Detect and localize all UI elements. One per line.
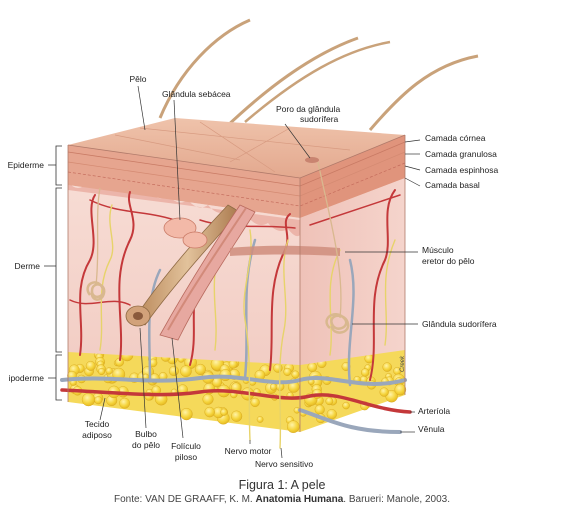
fat-cell [361, 368, 370, 377]
label-camada-cornea: Camada córnea [425, 133, 486, 143]
hair-shafts [158, 18, 479, 131]
fat-cell [194, 363, 206, 375]
label-musculo-2: eretor do pêlo [422, 256, 475, 266]
fat-cell [269, 383, 277, 391]
fat-cell [220, 408, 228, 416]
fat-cell [283, 367, 292, 376]
artery [60, 388, 412, 414]
fat-cell [168, 366, 179, 377]
source-suffix: . Barueri: Manole, 2003. [343, 494, 451, 505]
label-arteriola: Arteríola [418, 406, 450, 416]
fat-cell [180, 408, 193, 421]
label-hipoderme: ipoderme [9, 373, 45, 383]
artery [118, 191, 135, 361]
layer-braces [44, 145, 62, 401]
fat-cell [81, 393, 96, 407]
fat-cell [231, 410, 243, 422]
label-nervo-sensitivo: Nervo sensitivo [255, 459, 313, 469]
fat-cell [326, 409, 337, 420]
fat-cell [204, 406, 215, 418]
fat-cell [286, 420, 300, 434]
label-nervo-motor: Nervo motor [225, 446, 272, 456]
epidermis-front [68, 145, 300, 218]
fat-cell [382, 362, 392, 372]
vein [298, 408, 402, 434]
hair-follicle [125, 204, 256, 341]
fat-cell [307, 362, 318, 373]
vein [243, 238, 257, 380]
fat-cell [119, 397, 131, 409]
artery [89, 199, 181, 223]
label-derme: Derme [14, 261, 40, 271]
artist-signature: Creek [400, 355, 406, 372]
nerve-motor [243, 229, 252, 441]
label-tecido-2: adiposo [82, 430, 112, 440]
artery [269, 213, 291, 371]
label-foliculo-2: piloso [175, 452, 197, 462]
fat-cell [202, 393, 214, 405]
label-venula: Vênula [418, 424, 445, 434]
sweat-glands [86, 161, 350, 334]
label-camada-basal: Camada basal [425, 180, 480, 190]
sebaceous-gland [163, 217, 208, 249]
nerve-sensitive [279, 239, 289, 449]
figure-caption: Figura 1: A pele [238, 478, 326, 492]
vein [147, 268, 162, 382]
sweat-pore [305, 157, 319, 163]
fat-cell [256, 416, 264, 423]
fat-cell [105, 367, 113, 375]
fat-cell [291, 370, 300, 379]
fat-cell [379, 387, 389, 397]
fat-cell [85, 360, 96, 371]
vein [347, 258, 355, 387]
fat-cell [97, 368, 105, 376]
hair-shaft [368, 54, 479, 131]
label-camada-granulosa: Camada granulosa [425, 149, 497, 159]
dermal-papillae [68, 182, 300, 237]
artery [69, 299, 131, 306]
label-foliculo-1: Folículo [171, 441, 201, 451]
label-epiderme: Epiderme [8, 160, 45, 170]
hair-shaft [244, 40, 391, 123]
figure-source: Fonte: VAN DE GRAAFF, K. M. Anatomia Hum… [0, 494, 564, 505]
arrector-pili-muscle [230, 245, 340, 256]
blood-vessels [60, 189, 412, 434]
hair-shaft [223, 36, 359, 130]
label-poro-2: sudorífera [300, 114, 339, 124]
fat-cell [314, 404, 325, 415]
label-bulbo-1: Bulbo [135, 429, 157, 439]
label-pelo: Pêlo [129, 74, 146, 84]
label-musculo-1: Músculo [422, 245, 454, 255]
fat-cell [273, 363, 283, 373]
fat-cell [325, 397, 334, 406]
artery [369, 189, 396, 381]
fat-cell [250, 397, 260, 408]
artery [309, 194, 401, 226]
artery [79, 194, 96, 356]
label-bulbo-2: do pêlo [132, 440, 160, 450]
fat-cell [394, 383, 407, 396]
fat-cell [180, 365, 192, 378]
source-prefix: Fonte: VAN DE GRAAFF, K. M. [113, 494, 256, 505]
epidermis-top [68, 118, 405, 178]
label-glandula-sudorifera: Glândula sudorífera [422, 319, 497, 329]
label-glandula-sebacea: Glândula sebácea [162, 89, 231, 99]
label-poro-1: Poro da glândula [276, 104, 341, 114]
label-camada-espinhosa: Camada espinhosa [425, 165, 499, 175]
label-tecido-1: Tecido [85, 419, 110, 429]
fat-cell [94, 396, 103, 405]
fat-cell [342, 401, 350, 410]
hair-shaft [158, 18, 251, 119]
source-title: Anatomia Humana [255, 494, 344, 505]
